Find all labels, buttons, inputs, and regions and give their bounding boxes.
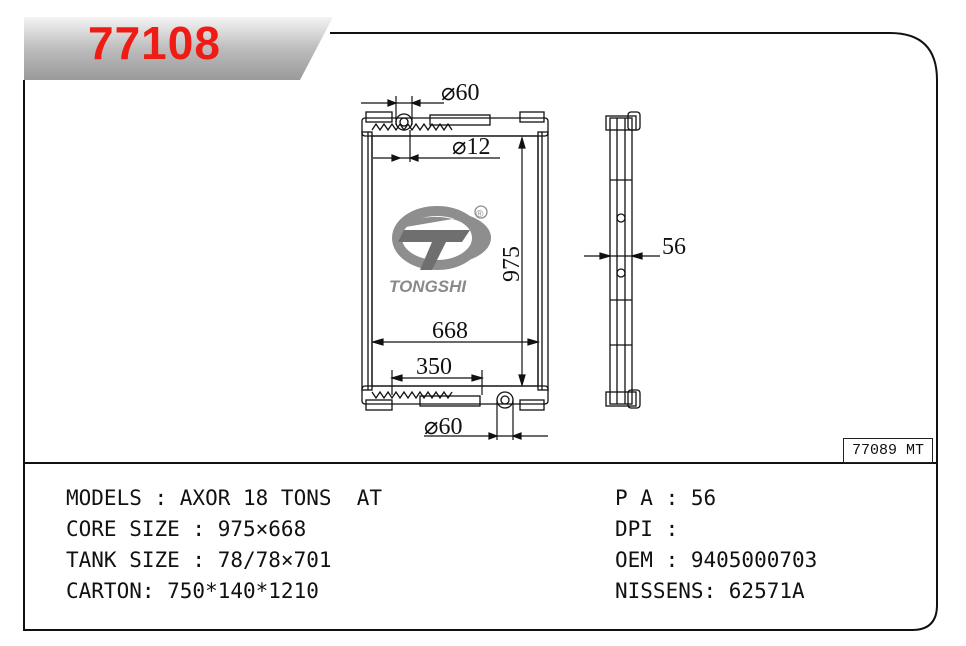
registered-mark: ® <box>476 209 484 220</box>
radiator-front-view <box>361 111 549 411</box>
dimension-lines <box>361 96 548 440</box>
logo-brand-text: TONGSHI <box>389 277 467 296</box>
depth-dimension <box>584 252 660 260</box>
dim-height: 975 <box>499 246 525 282</box>
dim-offset: 350 <box>416 354 452 380</box>
spec-oem: OEM : 9405000703 <box>615 548 818 572</box>
spec-carton: CARTON: 750*140*1210 <box>66 579 319 603</box>
spec-list-right: P A : 56 DPI : OEM : 9405000703 NISSENS:… <box>615 483 817 607</box>
spec-list-left: MODELS : AXOR 18 TONS AT CORE SIZE : 975… <box>66 483 382 607</box>
spec-models: MODELS : AXOR 18 TONS AT <box>66 486 383 510</box>
spec-dpi: DPI : <box>615 517 679 541</box>
title-banner <box>24 17 333 80</box>
dim-width: 668 <box>432 318 468 344</box>
spec-tank-size: TANK SIZE : 78/78×701 <box>66 548 332 572</box>
spec-nissens: NISSENS: 62571A <box>615 579 805 603</box>
sheet-border <box>23 32 938 631</box>
part-number-title: 77108 <box>88 17 221 69</box>
radiator-side-view <box>605 111 641 409</box>
tongshi-logo <box>392 205 492 270</box>
spec-pa: P A : 56 <box>615 486 717 510</box>
dim-outlet-diameter: ⌀60 <box>424 414 462 440</box>
spec-core-size: CORE SIZE : 975×668 <box>66 517 307 541</box>
dim-inlet-diameter: ⌀60 <box>441 80 479 106</box>
dim-small-diameter: ⌀12 <box>452 134 490 160</box>
dim-depth: 56 <box>662 234 686 260</box>
reference-code-box: 77089 MT <box>843 438 933 463</box>
